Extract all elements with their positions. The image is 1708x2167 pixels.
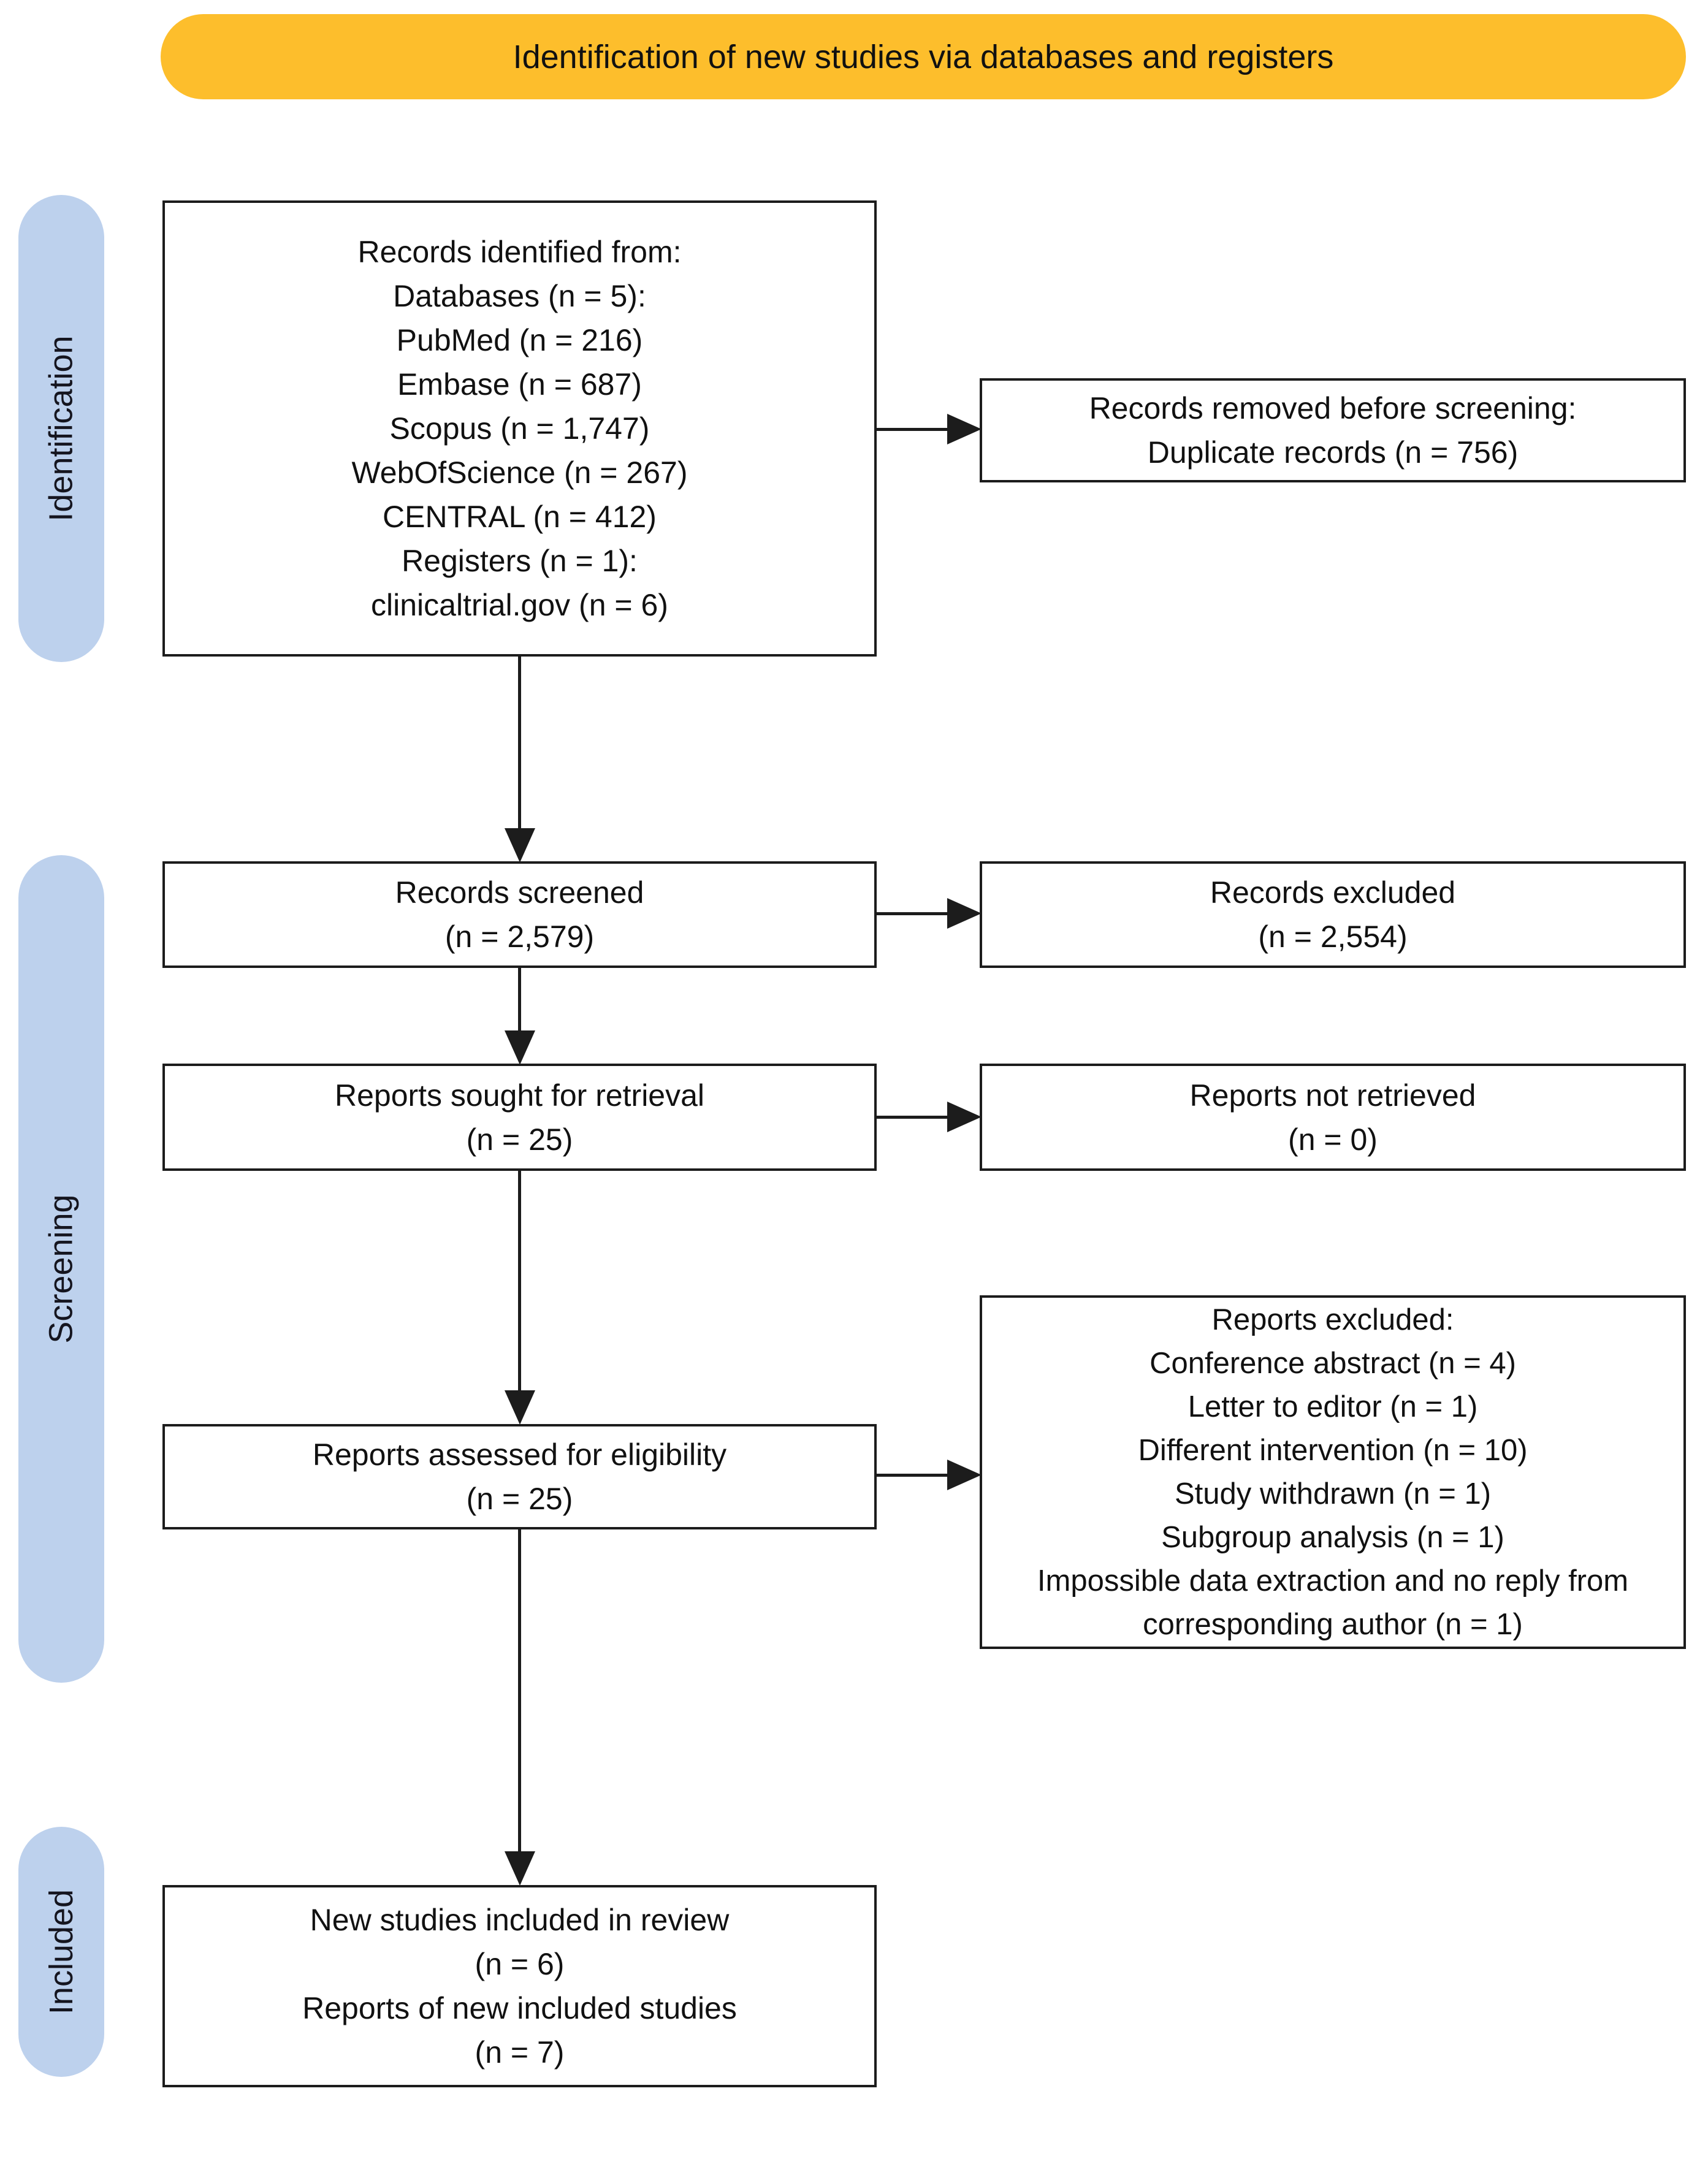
arrow-screened-to-sought-head-icon <box>505 1030 535 1065</box>
box-text-line: WebOfScience (n = 267) <box>351 455 688 490</box>
arrow-assessed-to-new-studies-head-icon <box>505 1851 535 1886</box>
arrow-screened-to-sought-line <box>518 968 521 1031</box>
stage-bar-included: Included <box>18 1827 104 2077</box>
box-text-line: Study withdrawn (n = 1) <box>1174 1477 1492 1510</box>
box-text-line: Impossible data extraction and no reply … <box>1037 1564 1629 1641</box>
arrow-identified-to-removed-line <box>877 428 949 431</box>
arrow-assessed-to-reports-excluded-head-icon <box>947 1460 982 1490</box>
arrow-sought-to-not-retrieved-head-icon <box>947 1102 982 1132</box>
box-text-line: (n = 7) <box>475 2035 565 2070</box>
arrow-assessed-to-new-studies-line <box>518 1529 521 1852</box>
box-text-line: (n = 25) <box>466 1482 573 1516</box>
box-records-excluded: Records excluded (n = 2,554) <box>980 861 1686 968</box>
box-reports-excluded: Reports excluded: Conference abstract (n … <box>980 1295 1686 1649</box>
stage-label-identification: Identification <box>43 335 80 522</box>
stage-bar-identification: Identification <box>18 195 104 662</box>
box-text-line: New studies included in review <box>310 1903 730 1937</box>
box-text-line: Embase (n = 687) <box>397 367 642 402</box>
box-text-line: Different intervention (n = 10) <box>1138 1433 1528 1467</box>
stage-bar-screening: Screening <box>18 855 104 1683</box>
arrow-assessed-to-reports-excluded-line <box>877 1474 949 1477</box>
box-text-line: Reports sought for retrieval <box>334 1078 705 1113</box>
box-text-line: (n = 2,554) <box>1258 920 1408 954</box>
stage-label-screening: Screening <box>43 1194 80 1344</box>
box-reports-sought: Reports sought for retrieval (n = 25) <box>162 1064 877 1171</box>
arrow-sought-to-not-retrieved-line <box>877 1116 949 1119</box>
box-text-line: Reports of new included studies <box>302 1991 737 2025</box>
box-text-line: (n = 6) <box>475 1947 565 1981</box>
box-text-line: Records identified from: <box>357 235 682 269</box>
title-banner: Identification of new studies via databa… <box>161 14 1686 99</box>
box-new-studies-included: New studies included in review (n = 6) Rep… <box>162 1885 877 2087</box>
stage-label-included: Included <box>43 1889 80 2015</box>
box-text-line: Subgroup analysis (n = 1) <box>1161 1520 1504 1554</box>
box-text-line: Records screened <box>395 875 644 910</box>
arrow-sought-to-assessed-line <box>518 1171 521 1391</box>
title-banner-label: Identification of new studies via databa… <box>513 38 1334 75</box>
box-text-line: Duplicate records (n = 756) <box>1147 435 1519 470</box>
box-text-line: (n = 2,579) <box>444 920 595 954</box>
arrow-identified-to-removed-head-icon <box>947 414 982 444</box>
box-text-line: PubMed (n = 216) <box>396 323 643 357</box>
box-records-screened: Records screened (n = 2,579) <box>162 861 877 968</box>
box-text-line: Letter to editor (n = 1) <box>1188 1390 1478 1423</box>
box-reports-not-retrieved: Reports not retrieved (n = 0) <box>980 1064 1686 1171</box>
box-reports-assessed: Reports assessed for eligibility (n = 25) <box>162 1424 877 1529</box>
box-text-line: Conference abstract (n = 4) <box>1149 1346 1516 1380</box>
box-text-line: Reports assessed for eligibility <box>312 1438 727 1472</box>
box-text-line: Reports excluded: <box>1211 1303 1454 1336</box>
arrow-identified-to-screened-head-icon <box>505 828 535 863</box>
box-text-line: Registers (n = 1): <box>402 544 638 578</box>
arrow-screened-to-excluded-head-icon <box>947 898 982 929</box>
box-text-line: Records removed before screening: <box>1089 391 1577 425</box>
arrow-sought-to-assessed-head-icon <box>505 1390 535 1425</box>
box-text-line: Databases (n = 5): <box>393 279 646 313</box>
box-records-identified: Records identified from: Databases (n = 5… <box>162 200 877 657</box>
arrow-screened-to-excluded-line <box>877 912 949 915</box>
box-text-line: Records excluded <box>1210 875 1456 910</box>
box-text-line: CENTRAL (n = 412) <box>383 500 657 534</box>
arrow-identified-to-screened-line <box>518 657 521 828</box>
box-text-line: (n = 25) <box>466 1122 573 1157</box>
box-text-line: clinicaltrial.gov (n = 6) <box>371 588 668 622</box>
box-records-removed: Records removed before screening: Duplica… <box>980 378 1686 482</box>
box-text-line: (n = 0) <box>1288 1122 1378 1157</box>
box-text-line: Reports not retrieved <box>1189 1078 1476 1113</box>
box-text-line: Scopus (n = 1,747) <box>389 411 650 446</box>
